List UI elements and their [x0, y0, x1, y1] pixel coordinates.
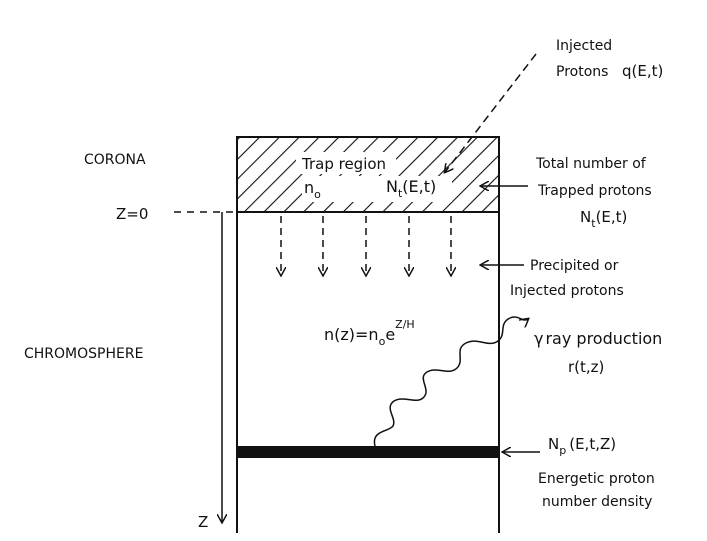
energetic-label-line2: number density: [542, 494, 652, 510]
corona-label: CORONA: [84, 152, 146, 168]
injected-function: q(E,t): [622, 62, 663, 80]
gamma-ray-wave: [373, 316, 528, 447]
z-axis-label: Z: [198, 513, 208, 531]
trap-density-label: no: [304, 178, 321, 201]
chromosphere-label: CHROMOSPHERE: [24, 346, 143, 362]
precip-label-line2: Injected protons: [510, 283, 624, 299]
trap-text-backing-2: [302, 176, 452, 202]
trapped-number-label: Nt(E,t): [386, 177, 436, 200]
injected-label-line1: Injected: [556, 38, 612, 54]
total-function: Nt(E,t): [580, 208, 627, 230]
injected-protons-arrow: [445, 53, 537, 172]
precip-label-line1: Precipited or: [530, 258, 619, 274]
energetic-label-line1: Energetic proton: [538, 471, 655, 487]
trap-text-backing-1: [296, 152, 396, 174]
z-zero-label: Z=0: [116, 205, 148, 223]
precipitation-arrows: [281, 216, 451, 275]
np-function: Np(E,t,Z): [548, 435, 616, 457]
total-label-line2: Trapped protons: [537, 183, 652, 199]
injected-label-line2: Protons: [556, 64, 608, 80]
total-label-line1: Total number of: [535, 156, 647, 172]
density-equation: n(z)=noeZ/H: [324, 318, 415, 348]
gamma-ray-function: r(t,z): [568, 358, 604, 376]
trap-region-label: Trap region: [301, 155, 386, 173]
energetic-proton-layer: [237, 446, 499, 458]
